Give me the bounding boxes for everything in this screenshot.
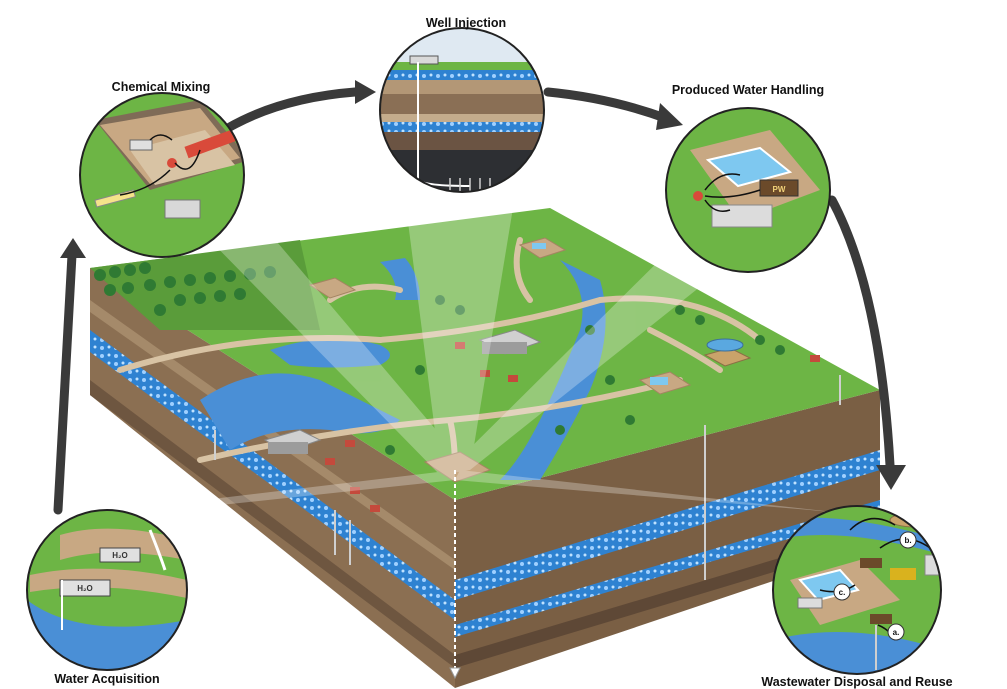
arrow-water-to-chem xyxy=(53,250,77,515)
callout-a: a. xyxy=(887,623,905,641)
pond xyxy=(650,377,668,385)
water-acquisition-inset: H₂O H₂O xyxy=(26,509,188,671)
landscape-block xyxy=(90,208,880,688)
callout-b-label: b. xyxy=(904,536,911,545)
h2o-badge: H₂O xyxy=(77,584,93,593)
produced-water-inset: PW xyxy=(665,107,831,273)
pw-badge: PW xyxy=(773,185,786,194)
arrowhead-icon xyxy=(876,465,906,490)
pond xyxy=(532,243,546,249)
arrow-prod-to-disp xyxy=(827,195,895,470)
disposal-reuse-inset: a. b. c. xyxy=(772,505,942,675)
callout-c: c. xyxy=(833,583,851,601)
arrowhead-icon xyxy=(60,238,86,258)
arrow-well-to-prod xyxy=(543,87,670,123)
chemical-mixing-label: Chemical Mixing xyxy=(111,80,211,94)
road-network xyxy=(117,237,763,473)
arrowhead-icon xyxy=(355,80,376,104)
callout-beams xyxy=(80,160,860,520)
arrow-heads xyxy=(60,80,906,490)
well-injection-label: Well Injection xyxy=(425,16,507,30)
cycle-arrows xyxy=(53,87,895,515)
well-injection-inset xyxy=(379,27,545,193)
wastewater-disposal-label: Wastewater Disposal and Reuse xyxy=(761,675,953,689)
arrow-chem-to-well xyxy=(223,87,360,133)
callout-c-label: c. xyxy=(839,588,846,597)
well-casings xyxy=(214,375,841,672)
callout-b: b. xyxy=(899,531,917,549)
down-arrow-icon xyxy=(449,667,461,680)
arrowhead-icon xyxy=(656,103,683,130)
h2o-badge: H₂O xyxy=(112,551,128,560)
buildings xyxy=(263,329,752,454)
produced-water-handling-label: Produced Water Handling xyxy=(671,83,825,97)
houses xyxy=(325,342,820,512)
callout-a-label: a. xyxy=(893,628,900,637)
chemical-mixing-inset xyxy=(79,92,245,258)
trees xyxy=(94,262,785,455)
water-acquisition-label: Water Acquisition xyxy=(54,672,160,686)
